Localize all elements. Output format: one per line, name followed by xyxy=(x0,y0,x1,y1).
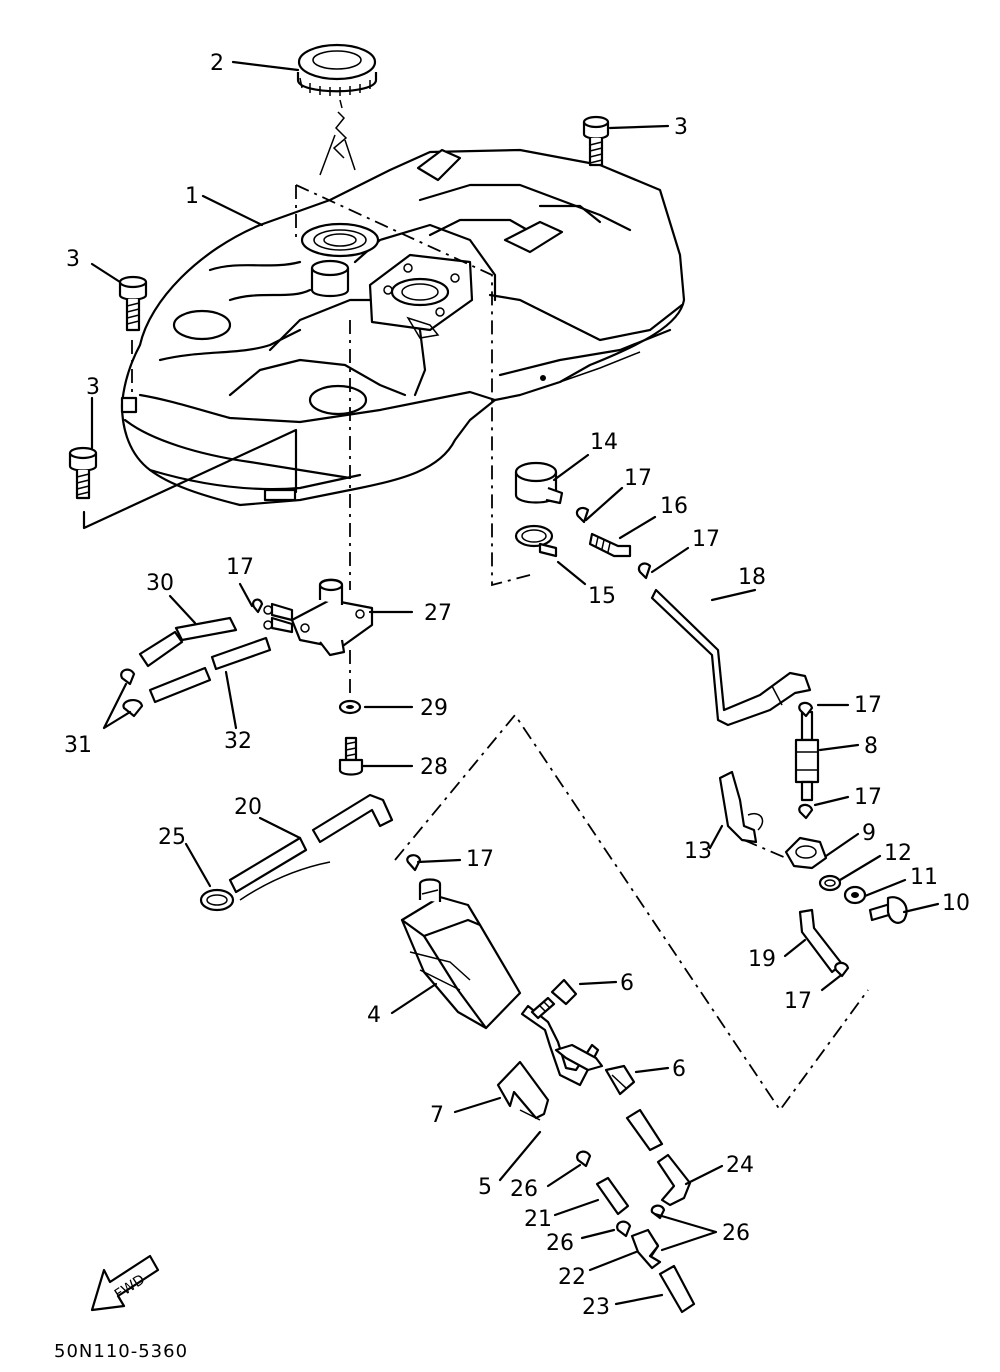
clamp-25 xyxy=(199,888,235,912)
callout-4: 4 xyxy=(367,1003,381,1028)
hose-18 xyxy=(650,588,812,727)
hose-32 xyxy=(148,636,272,704)
callout-3-left-lower: 3 xyxy=(86,375,100,400)
callout-8: 8 xyxy=(864,734,878,759)
assembly-line-bolt xyxy=(82,428,298,530)
bracket-5 xyxy=(520,1004,604,1087)
hose-30 xyxy=(138,616,238,668)
bracket-13 xyxy=(718,770,787,859)
callout-28: 28 xyxy=(420,755,448,780)
bolt-6-upper xyxy=(530,978,578,1020)
assembly-line-canister xyxy=(394,713,869,1112)
callout-17-canister: 17 xyxy=(466,847,494,872)
callout-17-tank-top: 17 xyxy=(624,466,652,491)
hose-23 xyxy=(658,1264,696,1314)
callout-32: 32 xyxy=(224,729,252,754)
callout-17-filter-bottom: 17 xyxy=(854,785,882,810)
callout-26-middle: 26 xyxy=(546,1231,574,1256)
callout-23: 23 xyxy=(582,1295,610,1320)
clip-17-filter-top xyxy=(798,701,814,718)
washer-29 xyxy=(338,699,362,715)
callout-30: 30 xyxy=(146,571,174,596)
assembly-line-cap xyxy=(295,184,531,587)
callout-2: 2 xyxy=(210,51,224,76)
callout-17-fitting: 17 xyxy=(692,527,720,552)
callout-18: 18 xyxy=(738,565,766,590)
callout-3-upper-right: 3 xyxy=(674,115,688,140)
callout-17-hose19: 17 xyxy=(784,989,812,1014)
clip-17-filter-bottom xyxy=(798,803,814,820)
fuel-cock-27 xyxy=(263,578,374,657)
callout-31: 31 xyxy=(64,733,92,758)
filter-8 xyxy=(794,710,820,802)
tank-bolt-left-lower xyxy=(68,446,98,500)
clip-26-upper xyxy=(576,1150,592,1168)
clip-26-middle xyxy=(616,1220,632,1238)
screw-10 xyxy=(868,896,908,924)
fuel-tank xyxy=(120,148,686,507)
callout-24: 24 xyxy=(726,1153,754,1178)
callout-26-upper: 26 xyxy=(510,1177,538,1202)
hose-24 xyxy=(625,1108,692,1207)
bolt-28 xyxy=(338,736,364,776)
clip-17-pump xyxy=(252,598,264,614)
clips-31 xyxy=(120,668,144,718)
hose-clamp-15 xyxy=(514,524,558,558)
tank-bolt-upper-right xyxy=(582,115,610,167)
callout-26-right: 26 xyxy=(722,1221,750,1246)
leader-lines xyxy=(90,60,940,1306)
callout-11: 11 xyxy=(910,865,938,890)
callout-27: 27 xyxy=(424,601,452,626)
washer-12 xyxy=(818,874,842,892)
callout-17-pump: 17 xyxy=(226,555,254,580)
callout-15: 15 xyxy=(588,584,616,609)
callout-9: 9 xyxy=(862,821,876,846)
canister-4 xyxy=(400,878,522,1030)
callout-22: 22 xyxy=(558,1265,586,1290)
fwd-arrow-icon: FWD xyxy=(90,1254,160,1312)
diagram-reference-code: 50N110-5360 xyxy=(54,1341,188,1362)
breather-cap xyxy=(514,461,564,505)
valve-9 xyxy=(784,836,828,870)
callout-21: 21 xyxy=(524,1207,552,1232)
callout-20: 20 xyxy=(234,795,262,820)
callout-14: 14 xyxy=(590,430,618,455)
clip-17-canister-top xyxy=(406,854,422,872)
callout-labels: 1 2 3 3 3 4 5 6 6 7 8 9 10 11 12 13 14 1… xyxy=(64,51,970,1320)
callout-13: 13 xyxy=(684,839,712,864)
callout-29: 29 xyxy=(420,696,448,721)
fitting-16 xyxy=(575,506,652,580)
bracket-7 xyxy=(496,1060,550,1121)
callout-6-lower: 6 xyxy=(672,1057,686,1082)
fuel-cap xyxy=(296,43,378,176)
callout-10: 10 xyxy=(942,891,970,916)
callout-3-left-upper: 3 xyxy=(66,247,80,272)
callout-6-upper: 6 xyxy=(620,971,634,996)
hose-19 xyxy=(798,908,844,974)
callout-7: 7 xyxy=(430,1103,444,1128)
callout-1: 1 xyxy=(185,184,199,209)
callout-12: 12 xyxy=(884,841,912,866)
callout-17-filter-top: 17 xyxy=(854,693,882,718)
washer-11 xyxy=(843,885,867,905)
hose-21 xyxy=(595,1176,630,1216)
callout-16: 16 xyxy=(660,494,688,519)
callout-19: 19 xyxy=(748,947,776,972)
callout-5: 5 xyxy=(478,1175,492,1200)
hose-20 xyxy=(228,793,394,901)
fitting-22 xyxy=(630,1228,662,1270)
bolt-6-lower xyxy=(604,1064,636,1096)
clip-17-hose19 xyxy=(834,961,850,978)
callout-25: 25 xyxy=(158,825,186,850)
